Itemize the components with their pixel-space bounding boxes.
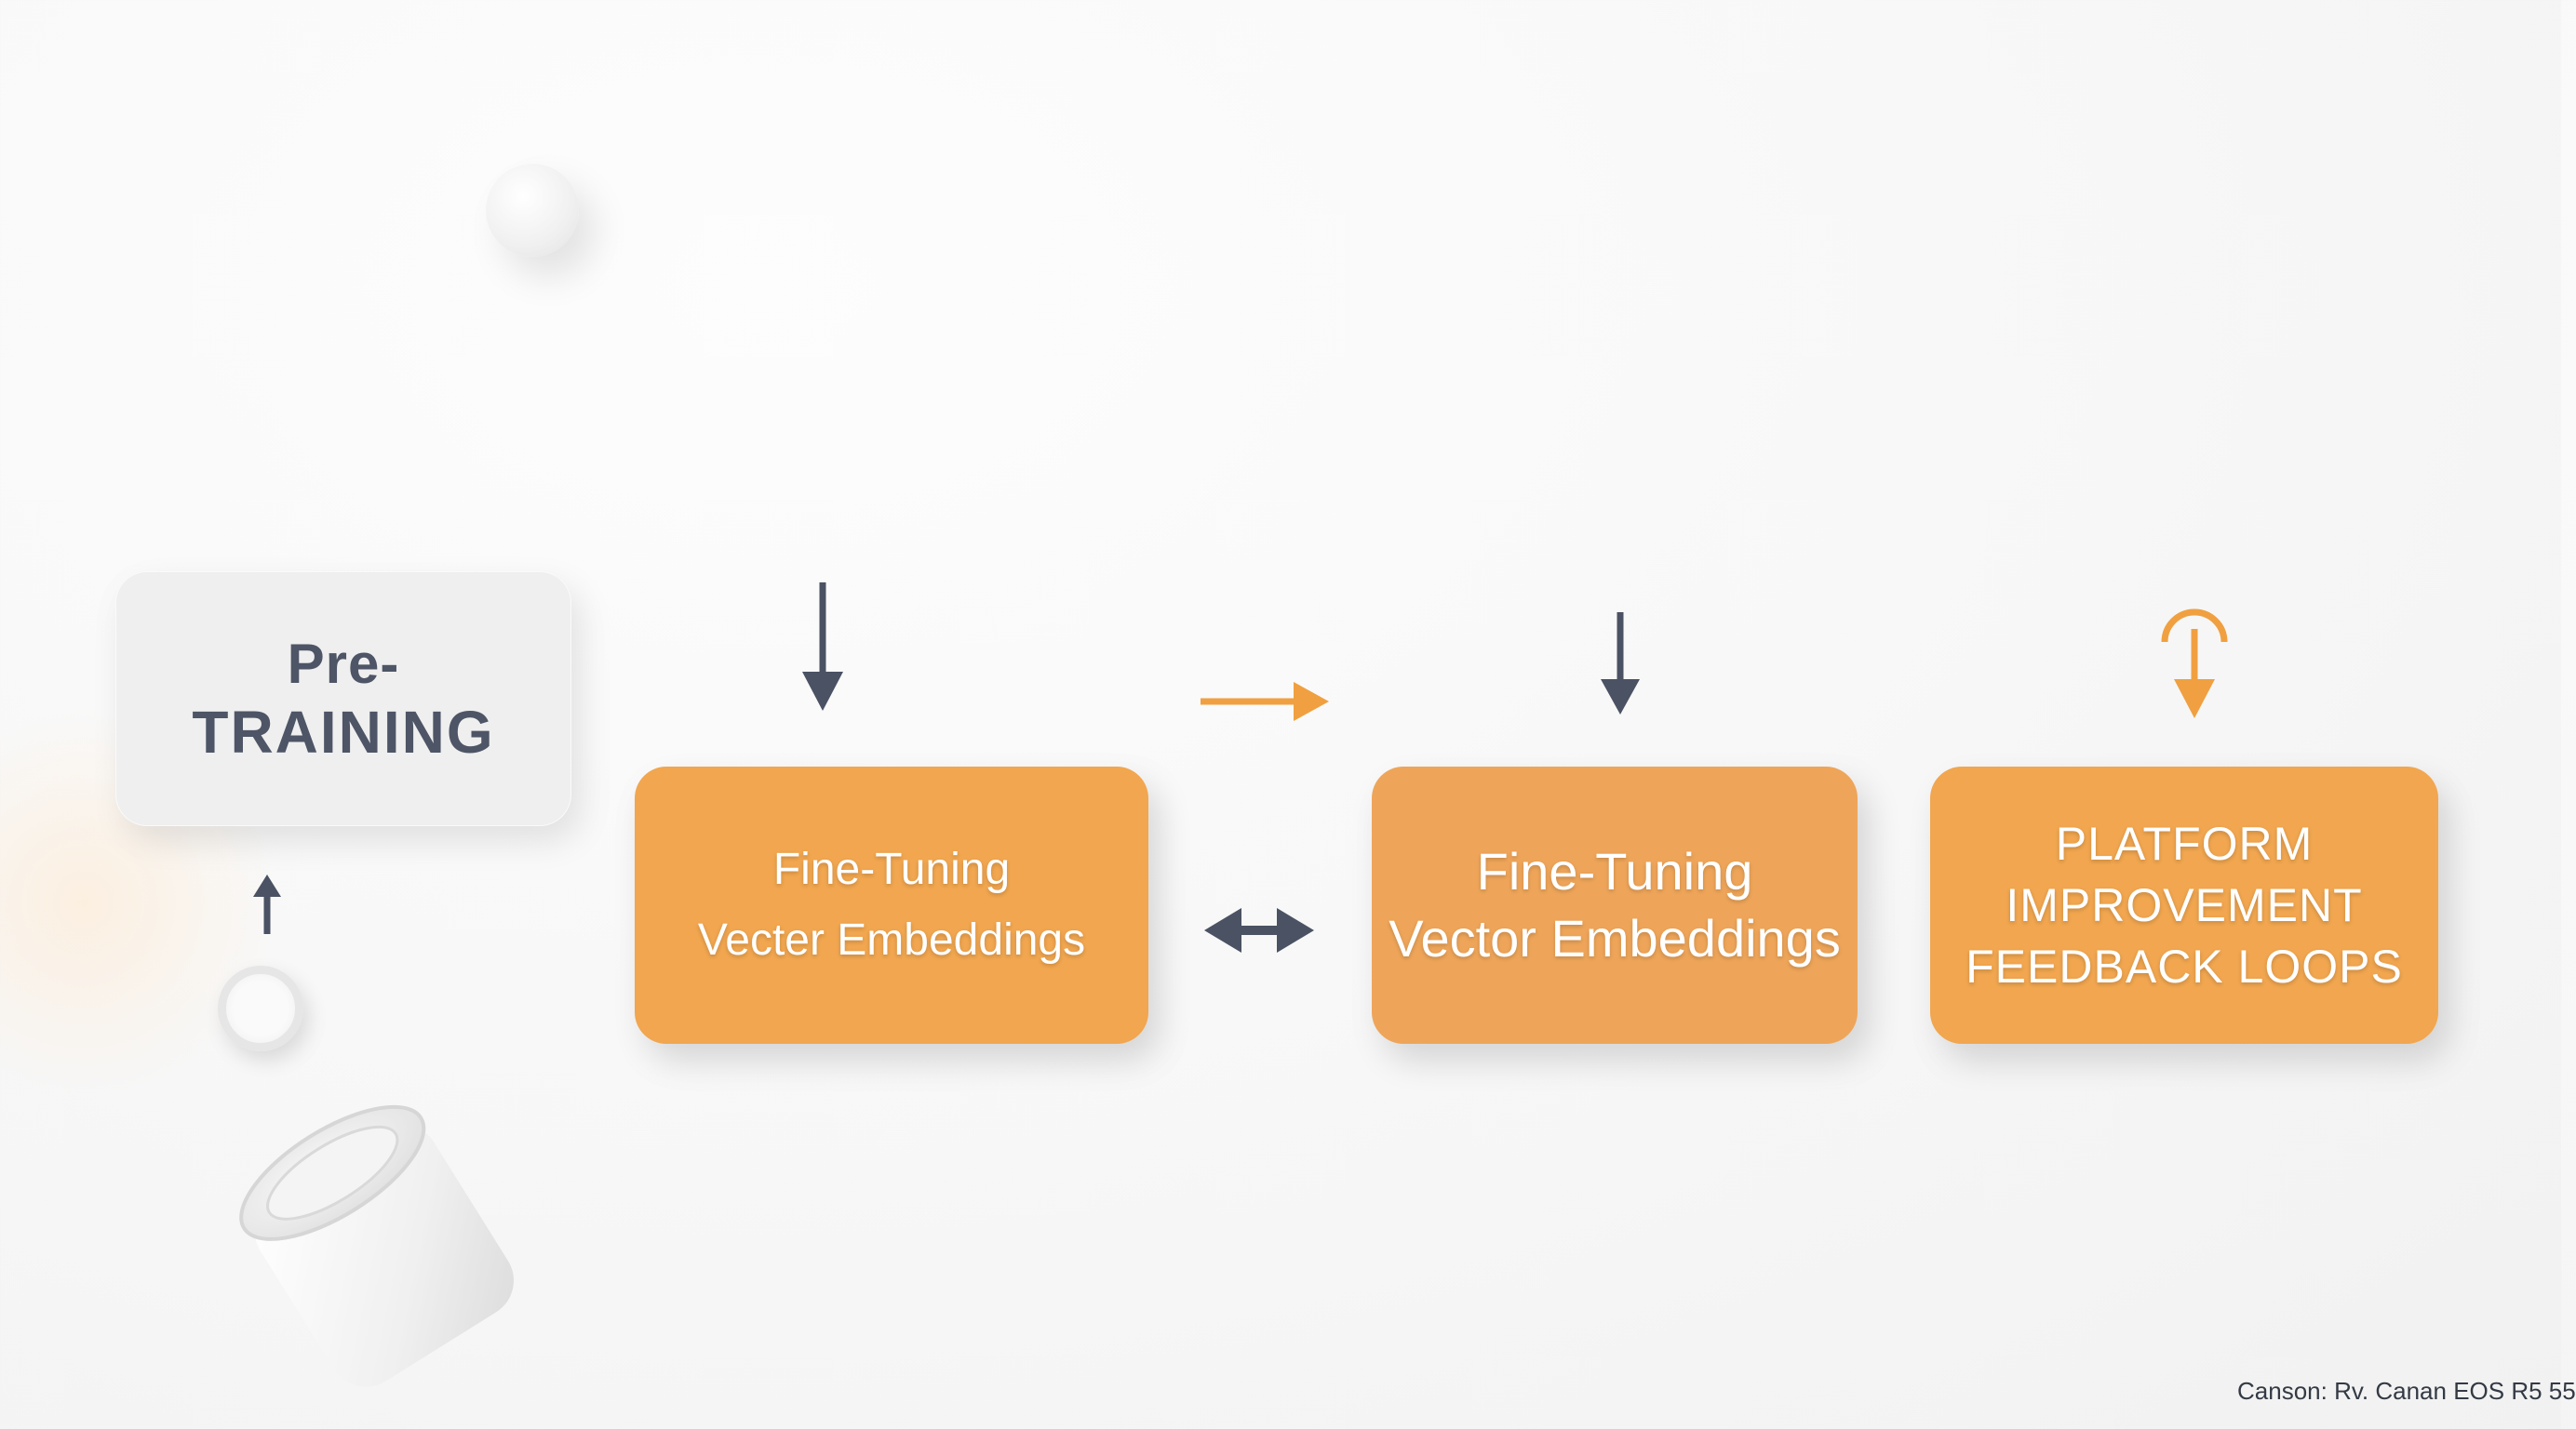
arrow-down-icon xyxy=(1601,612,1640,714)
node-platform-improvement: PLATFORM IMPROVEMENT FEEDBACK LOOPS xyxy=(1930,767,2438,1044)
node-finetuning-1: Fine-Tuning Vecter Embeddings xyxy=(635,767,1148,1044)
node-finetuning-1-line1: Fine-Tuning xyxy=(772,845,1011,894)
node-platform-line3: FEEDBACK LOOPS xyxy=(1966,941,2403,993)
arrow-right-icon xyxy=(1201,682,1329,721)
double-arrow-icon xyxy=(1204,908,1314,953)
arrow-down-icon xyxy=(802,582,843,711)
camera-watermark: Canson: Rv. Canan EOS R5 55 xyxy=(2237,1377,2576,1405)
node-platform-line2: IMPROVEMENT xyxy=(2006,879,2363,931)
node-pretraining-line1: Pre- xyxy=(287,633,400,695)
node-finetuning-2: Fine-Tuning Vector Embeddings xyxy=(1372,767,1858,1044)
loop-arrow-icon xyxy=(2161,608,2228,718)
decorative-cylinder-prop xyxy=(486,164,579,257)
decorative-jar-prop xyxy=(239,1104,514,1387)
node-finetuning-1-line2: Vecter Embeddings xyxy=(697,915,1086,965)
node-pretraining-line2: TRAINING xyxy=(192,699,495,766)
decorative-ring-prop xyxy=(218,966,303,1051)
node-pretraining: Pre- TRAINING xyxy=(115,571,571,826)
arrow-up-icon xyxy=(253,875,281,934)
node-finetuning-2-line2: Vector Embeddings xyxy=(1389,909,1841,968)
node-finetuning-2-line1: Fine-Tuning xyxy=(1476,842,1753,901)
node-platform-line1: PLATFORM xyxy=(2055,818,2314,870)
